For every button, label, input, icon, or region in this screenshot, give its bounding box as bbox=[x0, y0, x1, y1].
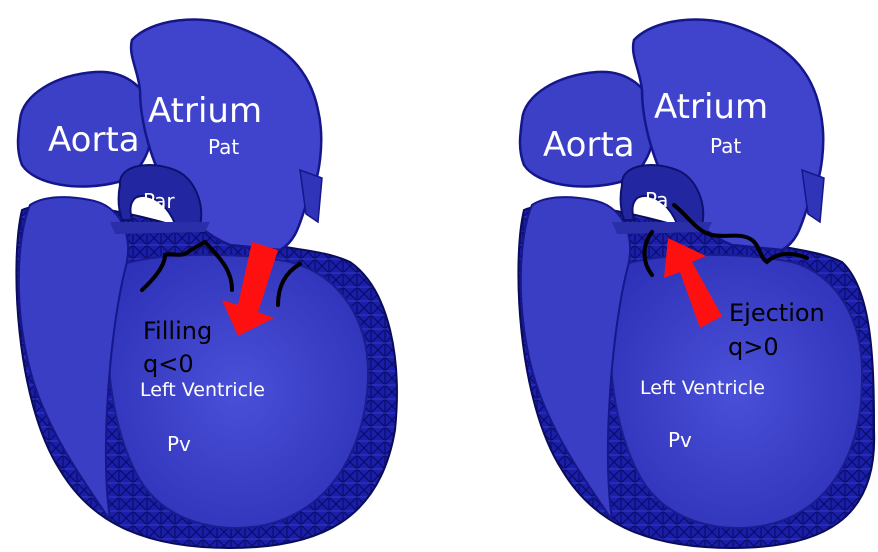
atrium-label: Atrium bbox=[654, 87, 768, 127]
atrium-label: Atrium bbox=[148, 91, 262, 131]
ventricle-label: Left Ventricle bbox=[140, 379, 265, 401]
phase-label: Ejection bbox=[729, 299, 825, 327]
condition-label: q<0 bbox=[143, 350, 194, 378]
arterial-pressure-label: Pa bbox=[645, 188, 668, 212]
valve-plane bbox=[110, 222, 210, 234]
panel-filling: Aorta Atrium Pat Par Filling q<0 Left Ve… bbox=[16, 19, 396, 548]
aorta-label: Aorta bbox=[543, 125, 635, 165]
ventricular-pressure-label: Pv bbox=[668, 428, 692, 452]
panel-ejection: Aorta Atrium Pat Pa Ejection q>0 Left Ve… bbox=[518, 19, 874, 548]
ventricular-pressure-label: Pv bbox=[167, 432, 191, 456]
arterial-pressure-label: Par bbox=[143, 189, 175, 213]
atrial-pressure-label: Pat bbox=[208, 135, 239, 159]
condition-label: q>0 bbox=[728, 333, 779, 361]
ventricle-label: Left Ventricle bbox=[640, 377, 765, 399]
atrial-pressure-label: Pat bbox=[710, 134, 741, 158]
phase-label: Filling bbox=[143, 317, 212, 345]
aorta-label: Aorta bbox=[48, 120, 140, 160]
